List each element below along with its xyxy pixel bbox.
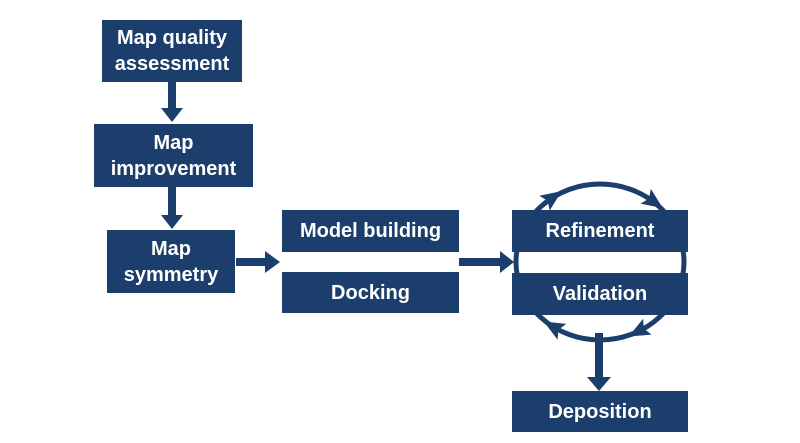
node-label-line: Map [151,237,191,260]
arrow-building-to-refinement-icon [459,251,514,273]
node-deposition: Deposition [512,391,688,432]
node-model-building: Model building [282,210,459,252]
node-map-quality-assessment: Map quality assessment [102,20,242,82]
node-label-line: Map quality [116,27,227,49]
node-label: Docking [331,281,410,304]
arrow-symmetry-to-building-icon [236,251,280,273]
node-docking: Docking [282,272,459,313]
arrow-quality-to-improvement-icon [161,82,183,122]
node-validation: Validation [512,273,688,315]
node-refinement: Refinement [512,210,688,252]
node-label-line: Map [153,131,194,154]
node-map-symmetry: Map symmetry [107,230,235,293]
node-label-line: improvement [110,157,237,180]
node-label: Deposition [548,400,652,423]
node-label-line: assessment [114,53,230,75]
cycle-arrowhead-top-left-icon [539,191,562,211]
cycle-arrowhead-bottom-right-icon [628,318,652,337]
node-map-improvement: Map improvement [94,124,253,187]
node-label: Validation [552,283,648,305]
node-label: Model building [299,220,442,242]
arrow-cycle-to-deposition-icon [587,333,611,391]
cycle-arrowhead-top-right-icon [640,188,663,209]
node-label: Refinement [545,220,655,242]
arrow-improvement-to-symmetry-icon [161,187,183,229]
cycle-arrowhead-bottom-left-icon [543,321,567,340]
node-label-line: symmetry [123,263,219,286]
